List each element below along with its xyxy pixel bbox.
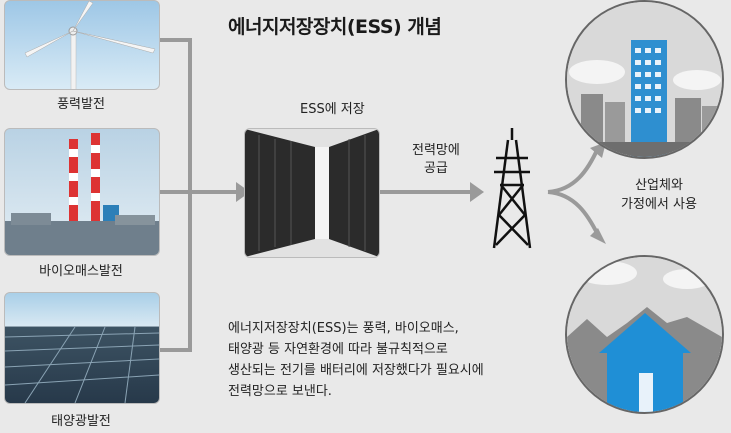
- arrow-to-ess-head: [236, 182, 250, 202]
- home-illustration: [565, 255, 724, 414]
- description-line-3: 생산되는 전기를 배터리에 저장했다가 필요시에: [228, 363, 484, 378]
- arrow-to-home-head: [590, 228, 606, 244]
- diagram-title: 에너지저장장치(ESS) 개념: [228, 16, 442, 38]
- description-line-2: 태양광 등 자연환경에 따라 불규칙적으로: [228, 342, 448, 357]
- factory-building-icon: [567, 2, 722, 157]
- description-line-4: 전력망으로 보낸다.: [228, 384, 332, 399]
- server-rack-icon: [245, 129, 379, 257]
- industry-city-illustration: [565, 0, 724, 159]
- wind-turbine-icon: [24, 1, 156, 89]
- ess-storage-label: ESS에 저장: [300, 102, 365, 117]
- ess-server-photo: [244, 128, 380, 258]
- biomass-power-caption: 바이오매스발전: [39, 264, 123, 279]
- grid-supply-line1: 전력망에: [412, 143, 460, 158]
- solar-panel-icon: [5, 326, 159, 403]
- source-bracket-line: [158, 38, 192, 352]
- grid-supply-line2: 공급: [423, 161, 448, 176]
- biomass-power-photo: [4, 128, 160, 256]
- usage-line1: 산업체와: [635, 178, 683, 193]
- wind-power-caption: 풍력발전: [57, 97, 105, 112]
- arrow-to-home-line: [547, 190, 600, 236]
- wind-power-photo: [4, 0, 160, 90]
- power-plant-icon: [5, 133, 159, 255]
- house-icon: [567, 257, 722, 412]
- description-text: 에너지저장장치(ESS)는 풍력, 바이오매스, 태양광 등 자연환경에 따라 …: [228, 318, 568, 402]
- description-line-1: 에너지저장장치(ESS)는 풍력, 바이오매스,: [228, 321, 459, 336]
- arrow-to-grid-head: [470, 182, 484, 202]
- solar-power-photo: [4, 292, 160, 404]
- solar-power-caption: 태양광발전: [51, 414, 111, 429]
- usage-label: 산업체와 가정에서 사용: [598, 176, 720, 214]
- grid-supply-label: 전력망에 공급: [412, 142, 460, 178]
- usage-line2: 가정에서 사용: [621, 197, 697, 212]
